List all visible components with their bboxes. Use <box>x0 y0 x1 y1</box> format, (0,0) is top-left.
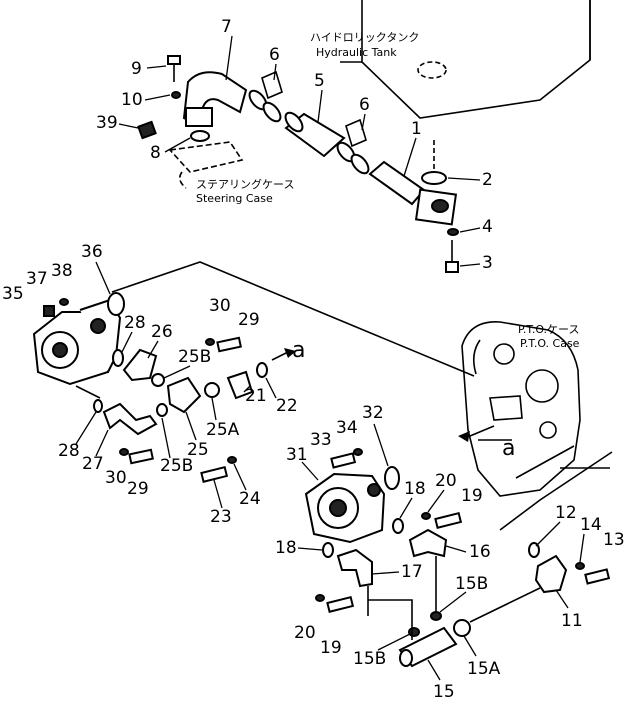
callout-7: 7 <box>221 17 232 37</box>
leader-lines <box>75 35 585 681</box>
callout-25: 25 <box>187 440 209 460</box>
callout-23: 23 <box>210 507 232 527</box>
callout-21: 21 <box>245 386 267 406</box>
callouts: 7 6 9 10 39 8 5 6 1 2 4 3 36 37 38 35 28… <box>2 17 625 702</box>
callout-37: 37 <box>26 269 48 289</box>
callout-14: 14 <box>580 515 602 535</box>
callout-2: 2 <box>482 170 493 190</box>
callout-31: 31 <box>286 445 308 465</box>
callout-22: 22 <box>276 396 298 416</box>
callout-4: 4 <box>482 217 493 237</box>
callout-34: 34 <box>336 418 358 438</box>
callout-8: 8 <box>150 143 161 163</box>
callout-10: 10 <box>121 90 143 110</box>
callout-33: 33 <box>310 430 332 450</box>
suction-line-assembly <box>137 55 459 273</box>
steering-caption-en: Steering Case <box>196 192 273 205</box>
callout-29-top: 29 <box>238 310 260 330</box>
callout-9: 9 <box>131 59 142 79</box>
callout-5: 5 <box>314 71 325 91</box>
callout-25B-bottom: 25B <box>160 456 193 476</box>
callout-30-top: 30 <box>209 296 231 316</box>
callout-32: 32 <box>362 403 384 423</box>
callout-30-bottom: 30 <box>105 468 127 488</box>
callout-39: 39 <box>96 113 118 133</box>
pto-case <box>461 321 610 497</box>
callout-11: 11 <box>561 611 583 631</box>
callout-19-bottom: 19 <box>320 638 342 658</box>
callout-6-top: 6 <box>269 45 280 65</box>
left-pump-assembly <box>32 261 475 483</box>
callout-28-top: 28 <box>124 313 146 333</box>
callout-3: 3 <box>482 253 493 273</box>
hydraulic-tank <box>340 0 591 119</box>
tank-caption-jp: ハイドロリックタンク <box>310 31 419 44</box>
callout-15A: 15A <box>467 659 501 679</box>
pto-caption-jp: P.T.O.ケース <box>518 323 580 336</box>
callout-25B-top: 25B <box>178 347 211 367</box>
callout-6-right: 6 <box>359 95 370 115</box>
steering-caption-jp: ステアリングケース <box>196 177 294 191</box>
callout-36: 36 <box>81 242 103 262</box>
callout-27: 27 <box>82 454 104 474</box>
callout-15: 15 <box>433 682 455 702</box>
callout-15B-right: 15B <box>455 574 488 594</box>
callout-18-bottom: 18 <box>275 538 297 558</box>
callout-17: 17 <box>401 562 423 582</box>
callout-15B-left: 15B <box>353 649 386 669</box>
callout-1: 1 <box>411 119 422 139</box>
center-pump-assembly <box>304 448 613 668</box>
callout-24: 24 <box>239 489 261 509</box>
callout-20-top: 20 <box>435 471 457 491</box>
callout-35: 35 <box>2 284 24 304</box>
ref-arrow-pto <box>458 431 470 442</box>
ref-a-pto: a <box>502 436 515 461</box>
pto-caption-en: P.T.O. Case <box>520 337 580 350</box>
callout-12: 12 <box>555 503 577 523</box>
ref-a-left: a <box>292 338 305 363</box>
callout-28-bottom: 28 <box>58 441 80 461</box>
callout-19-top: 19 <box>461 486 483 506</box>
callout-29-bottom: 29 <box>127 479 149 499</box>
callout-25A: 25A <box>206 420 240 440</box>
callout-13: 13 <box>603 530 625 550</box>
callout-38: 38 <box>51 261 73 281</box>
callout-18-top: 18 <box>404 479 426 499</box>
callout-16: 16 <box>469 542 491 562</box>
tank-caption-en: Hydraulic Tank <box>316 46 397 59</box>
callout-26: 26 <box>151 322 173 342</box>
callout-20-bottom: 20 <box>294 623 316 643</box>
